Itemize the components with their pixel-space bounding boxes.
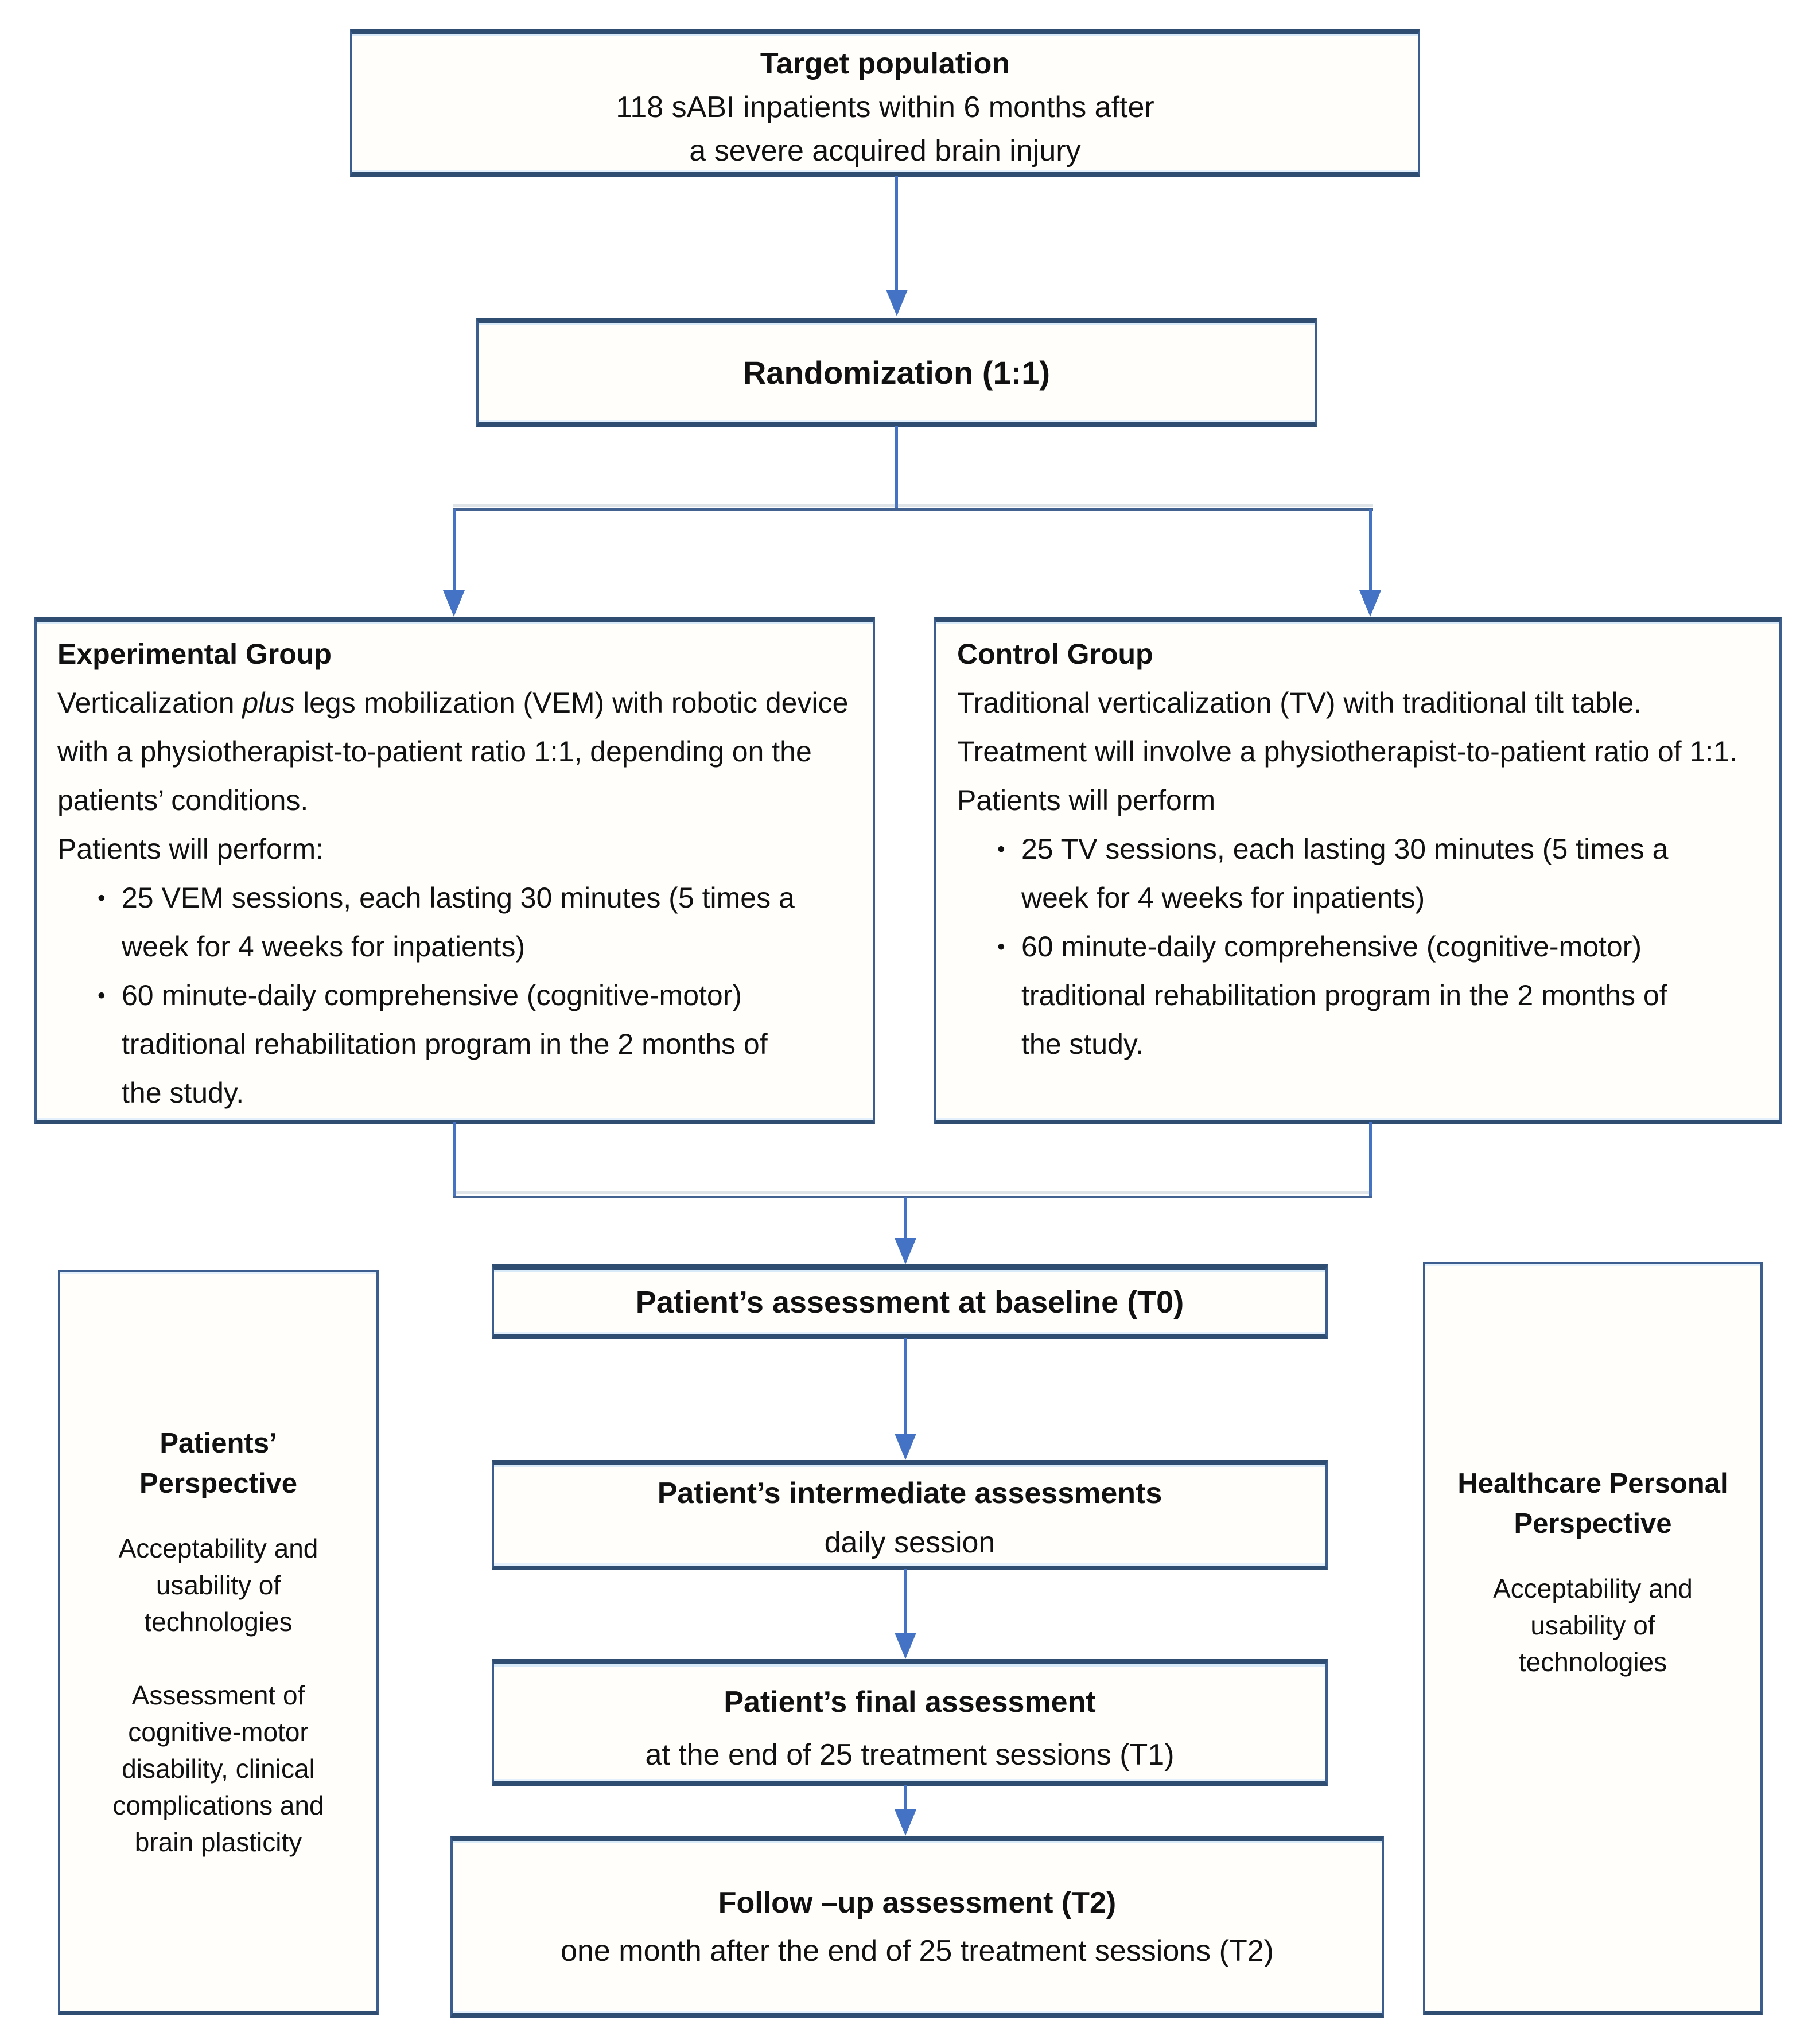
- baseline-assessment-box: Patient’s assessment at baseline (T0): [492, 1264, 1328, 1339]
- control-group-description: Traditional verticalization (TV) with tr…: [957, 687, 1737, 768]
- randomization-title: Randomization (1:1): [742, 355, 1051, 391]
- baseline-assessment-title: Patient’s assessment at baseline (T0): [635, 1284, 1184, 1319]
- bullet-item: 25 VEM sessions, each lasting 30 minutes…: [98, 874, 798, 971]
- arrowhead-into-control: [1359, 590, 1381, 617]
- connector-experimental-stem: [453, 1122, 456, 1198]
- followup-assessment-box: Follow –up assessment (T2) one month aft…: [450, 1836, 1384, 2018]
- patients-perspective-paragraph: Assessment of cognitive-motor disability…: [112, 1680, 324, 1857]
- patients-perspective-paragraph: Acceptability and usability of technolog…: [118, 1533, 318, 1637]
- target-population-line: 118 sABI inpatients within 6 months afte…: [616, 91, 1154, 124]
- control-group-box: Control Group Traditional verticalizatio…: [934, 617, 1782, 1124]
- control-bullet-list: 25 TV sessions, each lasting 30 minutes …: [957, 825, 1756, 1069]
- connector-merge-stem: [904, 1197, 907, 1240]
- healthcare-perspective-box: Healthcare Personal Perspective Acceptab…: [1423, 1262, 1763, 2015]
- patients-perspective-title: Patients’ Perspective: [139, 1427, 298, 1499]
- arrowhead-into-intermediate: [895, 1434, 916, 1460]
- intermediate-assessment-title: Patient’s intermediate assessments: [657, 1477, 1162, 1510]
- control-perform-label: Patients will perform: [957, 784, 1216, 816]
- connector-final-to-followup: [904, 1785, 907, 1811]
- connector-drop-to-control: [1369, 509, 1372, 590]
- healthcare-perspective-paragraph: Acceptability and usability of technolog…: [1493, 1573, 1693, 1677]
- connector-merge-horizontal: [453, 1196, 1372, 1198]
- bullet-item: 60 minute-daily comprehensive (cognitive…: [997, 922, 1705, 1069]
- bullet-item: 25 TV sessions, each lasting 30 minutes …: [997, 825, 1705, 922]
- final-assessment-box: Patient’s final assessment at the end of…: [492, 1659, 1328, 1786]
- connector-target-to-randomization: [895, 176, 898, 290]
- experimental-bullet-list: 25 VEM sessions, each lasting 30 minutes…: [57, 874, 850, 1118]
- connector-drop-to-experimental: [453, 509, 456, 590]
- patients-perspective-box: Patients’ Perspective Acceptability and …: [58, 1270, 379, 2015]
- connector-intermediate-to-final: [904, 1569, 907, 1633]
- target-population-line: a severe acquired brain injury: [689, 134, 1081, 168]
- control-group-title: Control Group: [957, 638, 1153, 670]
- arrowhead-into-followup: [895, 1809, 916, 1836]
- intermediate-assessment-box: Patient’s intermediate assessments daily…: [492, 1460, 1328, 1570]
- experimental-group-title: Experimental Group: [57, 638, 332, 670]
- bullet-item: 60 minute-daily comprehensive (cognitive…: [98, 971, 798, 1118]
- experimental-group-box: Experimental Group Verticalization plus …: [34, 617, 875, 1124]
- connector-control-stem: [1369, 1122, 1372, 1198]
- final-assessment-subtitle: at the end of 25 treatment sessions (T1): [645, 1738, 1175, 1772]
- arrowhead-into-randomization: [886, 290, 908, 316]
- italic-plus: plus: [242, 687, 295, 719]
- randomization-box: Randomization (1:1): [476, 318, 1317, 427]
- target-population-box: Target population 118 sABI inpatients wi…: [350, 29, 1420, 177]
- connector-split-horizontal: [453, 508, 1373, 511]
- experimental-perform-label: Patients will perform:: [57, 833, 324, 865]
- arrowhead-into-baseline: [895, 1238, 916, 1264]
- followup-assessment-subtitle: one month after the end of 25 treatment …: [561, 1934, 1274, 1968]
- experimental-group-description: Verticalization plus legs mobilization (…: [57, 687, 849, 816]
- final-assessment-title: Patient’s final assessment: [724, 1685, 1096, 1719]
- arrowhead-into-experimental: [443, 590, 465, 617]
- target-population-title: Target population: [760, 47, 1010, 80]
- connector-randomization-stem: [895, 426, 898, 511]
- connector-baseline-to-intermediate: [904, 1338, 907, 1434]
- followup-assessment-title: Follow –up assessment (T2): [718, 1886, 1117, 1920]
- healthcare-perspective-title: Healthcare Personal Perspective: [1457, 1467, 1728, 1539]
- intermediate-assessment-subtitle: daily session: [824, 1526, 996, 1559]
- arrowhead-into-final: [895, 1633, 916, 1659]
